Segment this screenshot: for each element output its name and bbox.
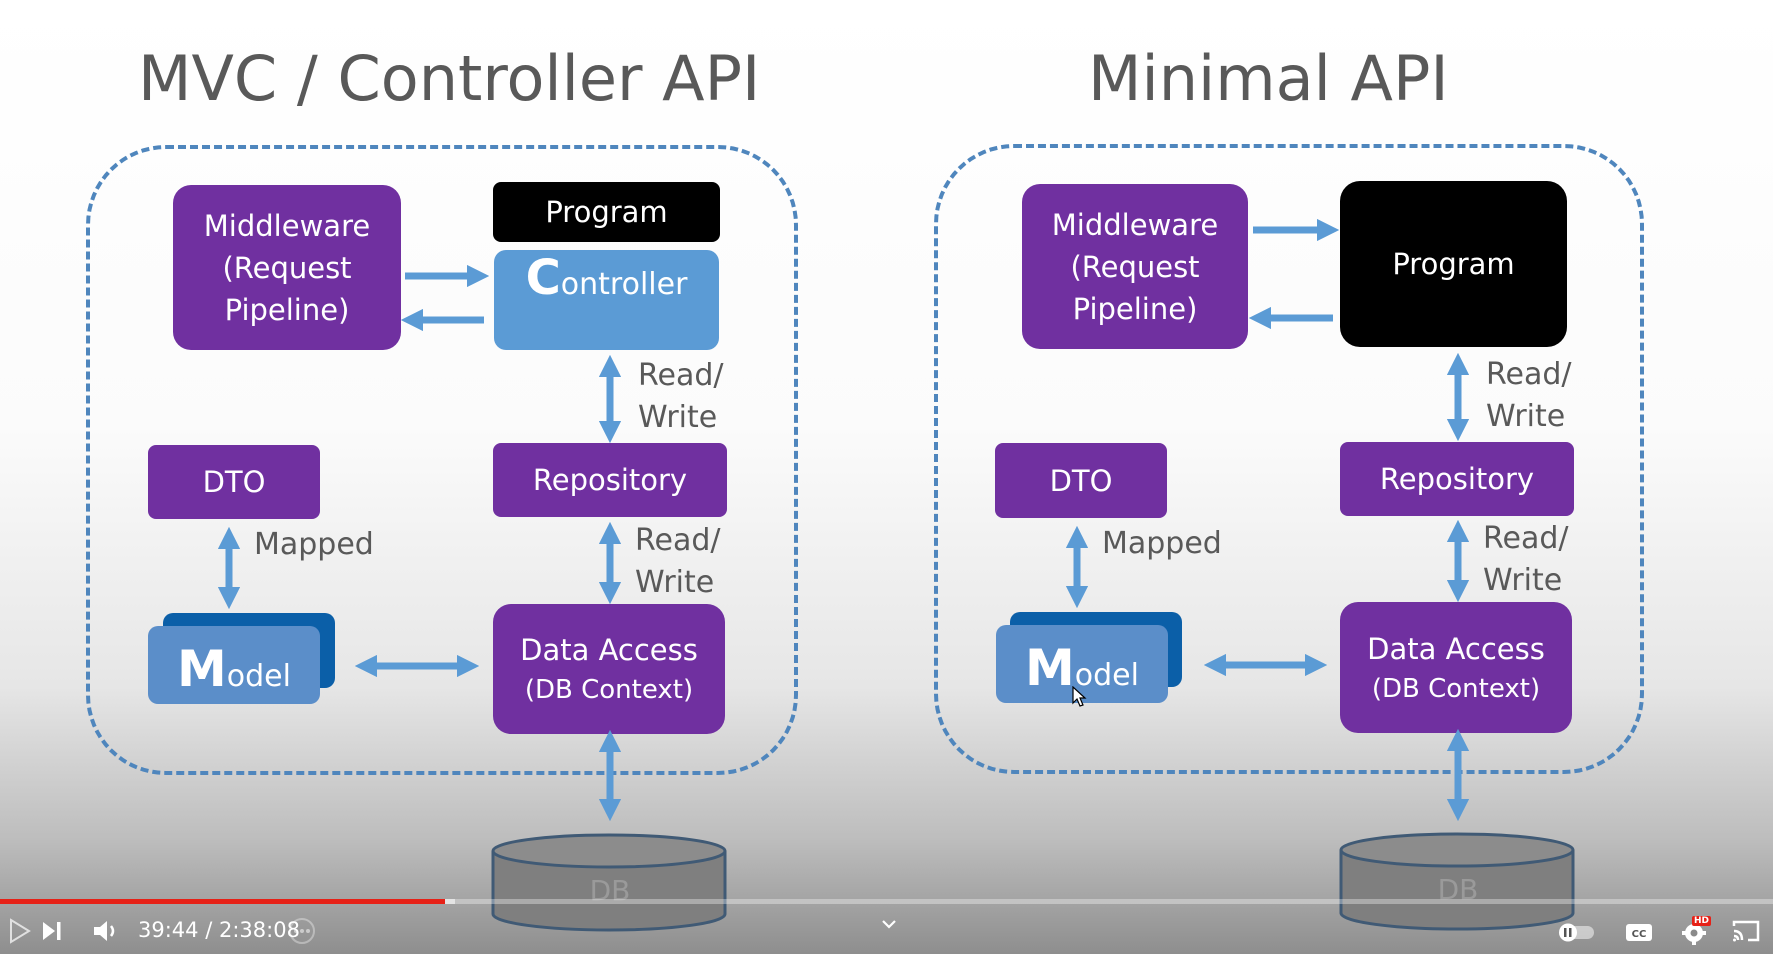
left-db-cylinder [491, 833, 727, 932]
time-current: 39:44 [138, 918, 199, 942]
left-read-write-2-line-1: Read/ [635, 523, 721, 558]
right-panel-boundary [934, 144, 1644, 774]
progress-bar[interactable] [0, 899, 1773, 904]
svg-text:CC: CC [1632, 929, 1647, 940]
left-data-access-box: Data Access (DB Context) [493, 604, 725, 734]
right-program-box: Program [1340, 181, 1567, 347]
time-display: 39:44 / 2:38:08 [138, 918, 300, 942]
left-dto-label: DTO [202, 465, 266, 499]
right-model-initial: M [1025, 639, 1075, 697]
right-model-rest: odel [1074, 658, 1139, 693]
left-program-box: Program [493, 182, 720, 242]
right-data-access-box: Data Access (DB Context) [1340, 602, 1572, 733]
left-middleware-line-2: (Request [222, 250, 352, 285]
right-title: Minimal API [1088, 42, 1449, 115]
right-read-write-1: Read/ Write [1486, 354, 1572, 438]
left-title: MVC / Controller API [138, 42, 761, 115]
time-separator: / [198, 918, 219, 942]
right-program-label: Program [1392, 247, 1515, 281]
left-middleware-box: Middleware (Request Pipeline) [173, 185, 401, 350]
left-read-write-2-line-2: Write [635, 565, 715, 600]
left-program-label: Program [545, 195, 668, 229]
right-repository-label: Repository [1379, 462, 1535, 496]
autoplay-toggle-icon[interactable] [1554, 918, 1598, 946]
left-read-write-1: Read/ Write [638, 355, 724, 439]
settings-icon[interactable]: HD [1676, 914, 1716, 948]
left-read-write-1-line-1: Read/ [638, 358, 724, 393]
right-read-write-2-line-1: Read/ [1483, 521, 1569, 556]
left-mapped-label: Mapped [254, 527, 374, 562]
next-icon[interactable] [38, 916, 66, 946]
mouse-cursor-icon [1072, 686, 1087, 707]
play-icon[interactable] [6, 914, 34, 948]
right-dto-label: DTO [1049, 463, 1113, 498]
expand-chevron-icon[interactable] [878, 914, 900, 934]
right-db-cylinder [1339, 832, 1575, 931]
chapters-icon[interactable] [284, 916, 320, 946]
left-data-access-line-2: (DB Context) [524, 675, 694, 705]
left-read-write-2: Read/ Write [635, 520, 721, 604]
volume-icon[interactable] [90, 916, 122, 946]
left-repository-label: Repository [532, 463, 688, 497]
left-dto-box: DTO [148, 445, 320, 519]
right-read-write-1-line-1: Read/ [1486, 357, 1572, 392]
right-dto-box: DTO [995, 443, 1167, 518]
left-data-access-line-1: Data Access [520, 633, 698, 667]
right-read-write-2-line-2: Write [1483, 563, 1563, 598]
progress-played [0, 899, 446, 904]
left-controller-initial: C [525, 250, 561, 306]
right-repository-box: Repository [1340, 442, 1574, 516]
right-middleware-line-3: Pipeline) [1072, 291, 1198, 326]
right-read-write-2: Read/ Write [1483, 518, 1569, 602]
cast-icon[interactable] [1728, 916, 1764, 946]
left-model-rest: odel [226, 659, 291, 694]
left-middleware-line-3: Pipeline) [224, 292, 350, 327]
right-read-write-1-line-2: Write [1486, 399, 1566, 434]
hd-badge: HD [1692, 916, 1712, 926]
right-middleware-box: Middleware (Request Pipeline) [1022, 184, 1248, 349]
left-controller-rest: ontroller [560, 267, 688, 302]
captions-icon[interactable]: CC [1622, 918, 1656, 946]
right-data-access-line-1: Data Access [1367, 631, 1545, 666]
right-db-label: DB [1437, 873, 1479, 906]
left-middleware-line-1: Middleware [203, 208, 371, 243]
left-db-label: DB [589, 874, 631, 907]
left-read-write-1-line-2: Write [638, 400, 718, 435]
left-panel-boundary [86, 145, 798, 775]
left-model-initial: M [177, 640, 227, 698]
time-total: 2:38:08 [218, 918, 300, 942]
right-mapped-label: Mapped [1102, 526, 1222, 561]
left-repository-box: Repository [493, 443, 727, 517]
right-middleware-line-1: Middleware [1051, 207, 1219, 242]
right-data-access-line-2: (DB Context) [1371, 673, 1541, 704]
right-middleware-line-2: (Request [1070, 249, 1200, 284]
